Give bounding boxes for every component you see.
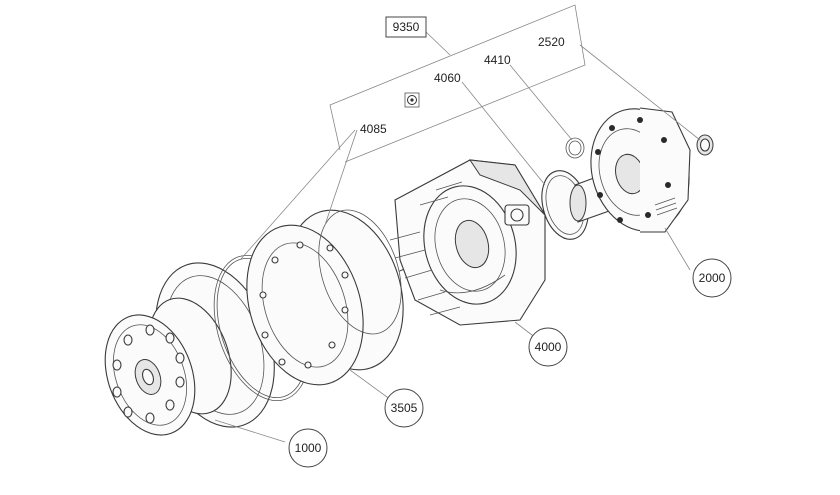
part-4410-small-ring <box>565 137 585 159</box>
part-3505-stator-ring <box>246 209 404 386</box>
callout-kit: 9350 <box>385 16 427 38</box>
kit-bracket <box>329 4 586 163</box>
callout-label-2000: 2000 <box>699 271 726 285</box>
callout-bubble-3505: 3505 <box>384 388 424 428</box>
callout-bubble-4000: 4000 <box>528 327 568 367</box>
part-1000-end-cover <box>104 262 275 436</box>
callout-label-1000: 1000 <box>295 441 322 455</box>
housing-studs <box>389 181 463 316</box>
part-2000-shaft-assembly <box>569 107 691 233</box>
callout-label-4060: 4060 <box>434 71 461 85</box>
part-2520-end-plug <box>696 134 714 156</box>
callout-bubble-1000: 1000 <box>288 428 328 468</box>
o-ring-rear <box>318 209 402 335</box>
kit-leader <box>424 30 451 56</box>
shaft-housing-bolts <box>595 117 671 223</box>
part-4000-housing <box>389 159 546 326</box>
stator-bolt-holes <box>259 241 349 369</box>
callout-bubble-2000: 2000 <box>692 258 732 298</box>
callout-label-4085: 4085 <box>360 122 387 136</box>
callout-label-kit: 9350 <box>393 20 420 34</box>
callout-label-4000: 4000 <box>535 340 562 354</box>
callout-label-4410: 4410 <box>484 53 511 67</box>
seal-kit-icon <box>404 92 420 108</box>
end-cover-bolt-holes <box>112 324 185 424</box>
callout-label-2520: 2520 <box>538 35 565 49</box>
callout-label-3505: 3505 <box>391 401 418 415</box>
